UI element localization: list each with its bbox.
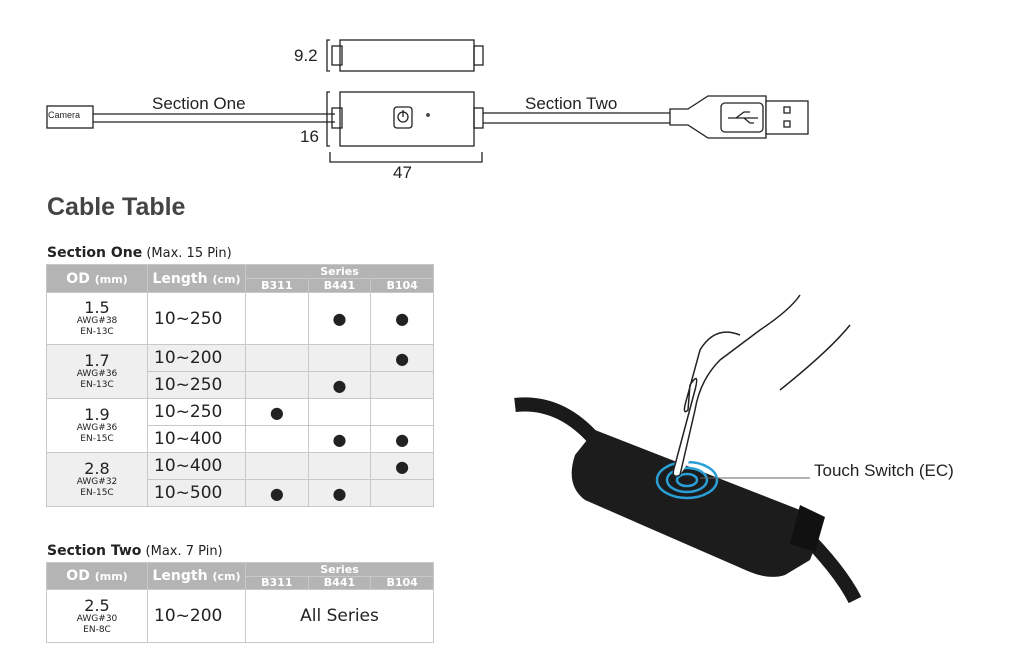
dim-thickness: 9.2 — [294, 46, 318, 65]
series-b441-cell — [307, 452, 372, 480]
header-length: Length (cm) — [147, 264, 246, 293]
series-b104-cell: ● — [370, 292, 434, 345]
length-cell: 10~200 — [147, 344, 246, 372]
camera-label: Camera — [48, 110, 81, 120]
page-title: Cable Table — [47, 193, 186, 221]
series-b311-cell: ● — [245, 398, 309, 426]
series-b311-cell — [245, 371, 309, 399]
cable-dimension-diagram — [46, 39, 809, 163]
series-b104-cell — [370, 371, 434, 399]
series-b441-cell — [307, 398, 372, 426]
section-one-label: Section One — [152, 94, 246, 113]
series-b311-cell — [245, 344, 309, 372]
dim-height: 16 — [300, 127, 319, 146]
length-cell: 10~400 — [147, 425, 246, 453]
dim-length: 47 — [393, 163, 412, 182]
header-od: OD (mm) — [46, 264, 148, 293]
section-two-title: Section Two — [47, 543, 142, 559]
series-b104-cell: ● — [370, 344, 434, 372]
header-b311: B311 — [245, 278, 309, 293]
touch-switch-photo — [514, 294, 862, 604]
series-b441-cell — [307, 344, 372, 372]
series-b441-cell: ● — [307, 292, 372, 345]
series-b311-cell — [245, 292, 309, 345]
section-two-caption: Section Two (Max. 7 Pin) — [47, 543, 223, 559]
series-b104-cell — [370, 398, 434, 426]
header-b441: B441 — [307, 278, 372, 293]
series-b104-cell: ● — [370, 425, 434, 453]
length-cell: 10~250 — [147, 371, 246, 399]
series-b441-cell: ● — [307, 479, 372, 507]
header-series: Series — [245, 264, 434, 279]
series-b311-cell — [245, 452, 309, 480]
series-b104-cell — [370, 479, 434, 507]
length-cell: 10~250 — [147, 398, 246, 426]
header-b104: B104 — [370, 278, 434, 293]
series-b311-cell: ● — [245, 479, 309, 507]
section-two-label: Section Two — [525, 94, 618, 113]
length-cell: 10~400 — [147, 452, 246, 480]
series-b104-cell: ● — [370, 452, 434, 480]
all-series: All Series — [245, 589, 434, 643]
table-row: 10~400 ●● — [47, 425, 434, 453]
length-cell: 10~500 — [147, 479, 246, 507]
section-one-title: Section One — [47, 245, 143, 261]
section-one-subtitle: (Max. 15 Pin) — [146, 246, 232, 261]
series-b441-cell: ● — [307, 371, 372, 399]
section-one-caption: Section One (Max. 15 Pin) — [47, 245, 232, 261]
length-cell: 10~250 — [147, 292, 246, 345]
section-two-subtitle: (Max. 7 Pin) — [145, 544, 223, 559]
touch-switch-label: Touch Switch (EC) — [814, 461, 954, 480]
series-b441-cell: ● — [307, 425, 372, 453]
series-b311-cell — [245, 425, 309, 453]
